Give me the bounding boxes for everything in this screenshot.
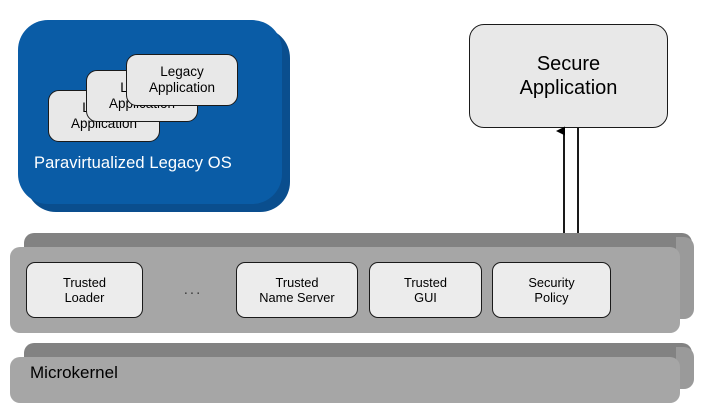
paravirtualized-legacy-os-label: Paravirtualized Legacy OS <box>34 154 232 172</box>
microkernel-layer <box>10 343 694 403</box>
security-policy-box: Security Policy <box>492 262 611 318</box>
legacy-app-line2: Application <box>148 80 216 95</box>
trusted-loader-line2: Loader <box>64 290 105 305</box>
secure-application-box: Secure Application <box>469 24 668 128</box>
services-layer-bevel-top <box>24 233 692 249</box>
trusted-name-server-box: Trusted Name Server <box>236 262 358 318</box>
trusted-name-server-line2: Name Server <box>259 290 335 305</box>
services-layer-bevel-side <box>676 237 694 319</box>
trusted-loader-box: Trusted Loader <box>26 262 143 318</box>
legacy-application-box-front: Legacy Application <box>126 54 238 106</box>
microkernel-face <box>10 357 680 403</box>
microkernel-bevel-top <box>24 343 692 359</box>
trusted-gui-line2: GUI <box>414 290 437 305</box>
security-policy-line2: Policy <box>534 290 569 305</box>
trusted-name-server-line1: Trusted <box>275 274 319 290</box>
secure-app-line1: Secure <box>536 53 601 75</box>
trusted-loader-line1: Trusted <box>63 274 106 290</box>
services-ellipsis: ... <box>183 281 203 298</box>
trusted-gui-line1: Trusted <box>404 274 447 290</box>
paravirtualized-legacy-os-container: Legacy Application Legacy Application Le… <box>18 20 290 212</box>
secure-app-line2: Application <box>519 77 618 99</box>
microkernel-bevel-side <box>676 347 694 389</box>
microkernel-label: Microkernel <box>30 363 118 382</box>
trusted-gui-box: Trusted GUI <box>369 262 482 318</box>
legacy-app-line1: Legacy <box>160 64 204 80</box>
security-policy-line1: Security <box>528 274 575 290</box>
